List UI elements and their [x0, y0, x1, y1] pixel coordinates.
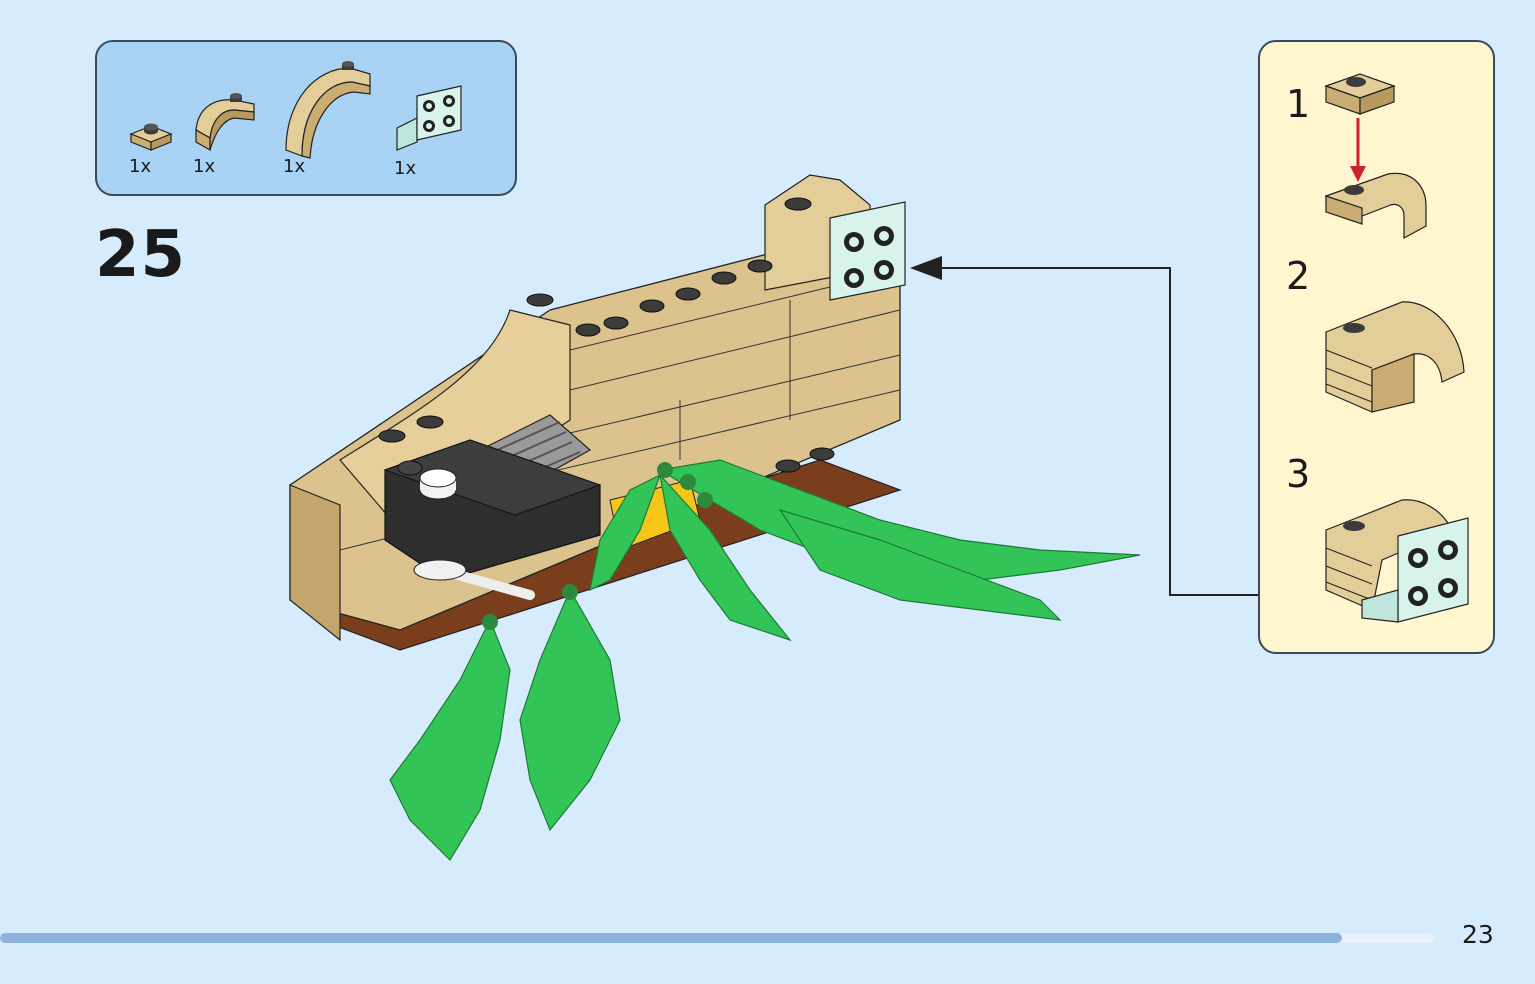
parts-list-box: 1x 1x 1x 1x [95, 40, 517, 196]
substep-3-illustration [1325, 499, 1469, 623]
substep-2-illustration [1325, 301, 1465, 413]
part-quantity: 1x [129, 156, 152, 177]
progress-bar [0, 933, 1435, 943]
substep-1-illustration [1324, 73, 1427, 240]
step-number: 25 [95, 218, 187, 292]
subassembly-box: 1 2 3 [1258, 40, 1495, 654]
substep-number: 3 [1286, 452, 1311, 496]
aqua-bracket-attached [829, 201, 906, 301]
palm-leaves-right [589, 459, 1141, 642]
aqua-bracket-icon [396, 85, 462, 151]
substep-number: 2 [1286, 254, 1311, 298]
substep-number: 1 [1286, 82, 1311, 126]
palm-leaves-bottom [389, 588, 621, 861]
main-model-illustration [289, 174, 1141, 861]
part-quantity: 1x [193, 156, 216, 177]
top-studs [378, 197, 835, 473]
connector-arrow [910, 256, 1258, 596]
part-quantity: 1x [283, 156, 306, 177]
part-quantity: 1x [394, 158, 417, 179]
page-number: 23 [1462, 920, 1494, 949]
progress-bar-fill [0, 933, 1342, 943]
tan-curved-arch-icon [285, 61, 371, 159]
tan-curved-slope-icon [195, 93, 255, 152]
tan-plate-icon [129, 123, 173, 151]
